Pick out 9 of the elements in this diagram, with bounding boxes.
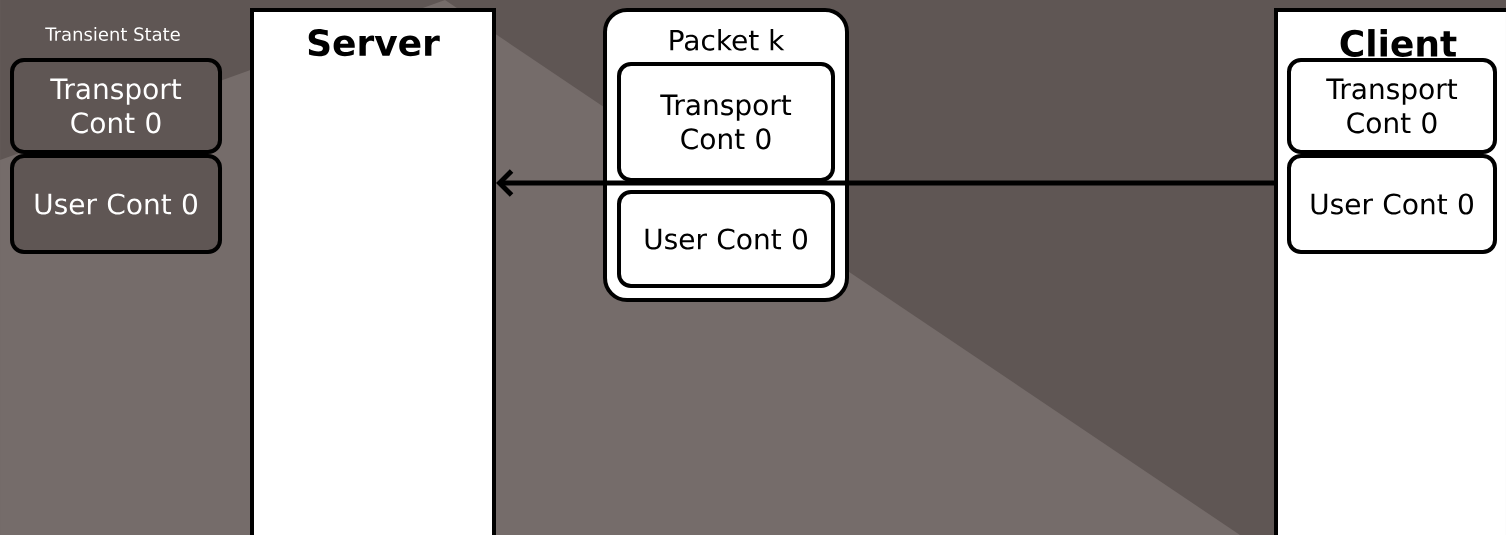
container-box: User Cont 0 xyxy=(617,190,835,288)
container-box: Transport Cont 0 xyxy=(1287,58,1497,154)
section-label: Transient State xyxy=(45,27,180,41)
container-box: User Cont 0 xyxy=(10,154,222,254)
server-column: Server xyxy=(250,8,496,535)
arrow xyxy=(496,169,1274,197)
container-box: Transport Cont 0 xyxy=(10,58,222,154)
container-box: User Cont 0 xyxy=(1287,154,1497,254)
container-box: Transport Cont 0 xyxy=(617,62,835,182)
